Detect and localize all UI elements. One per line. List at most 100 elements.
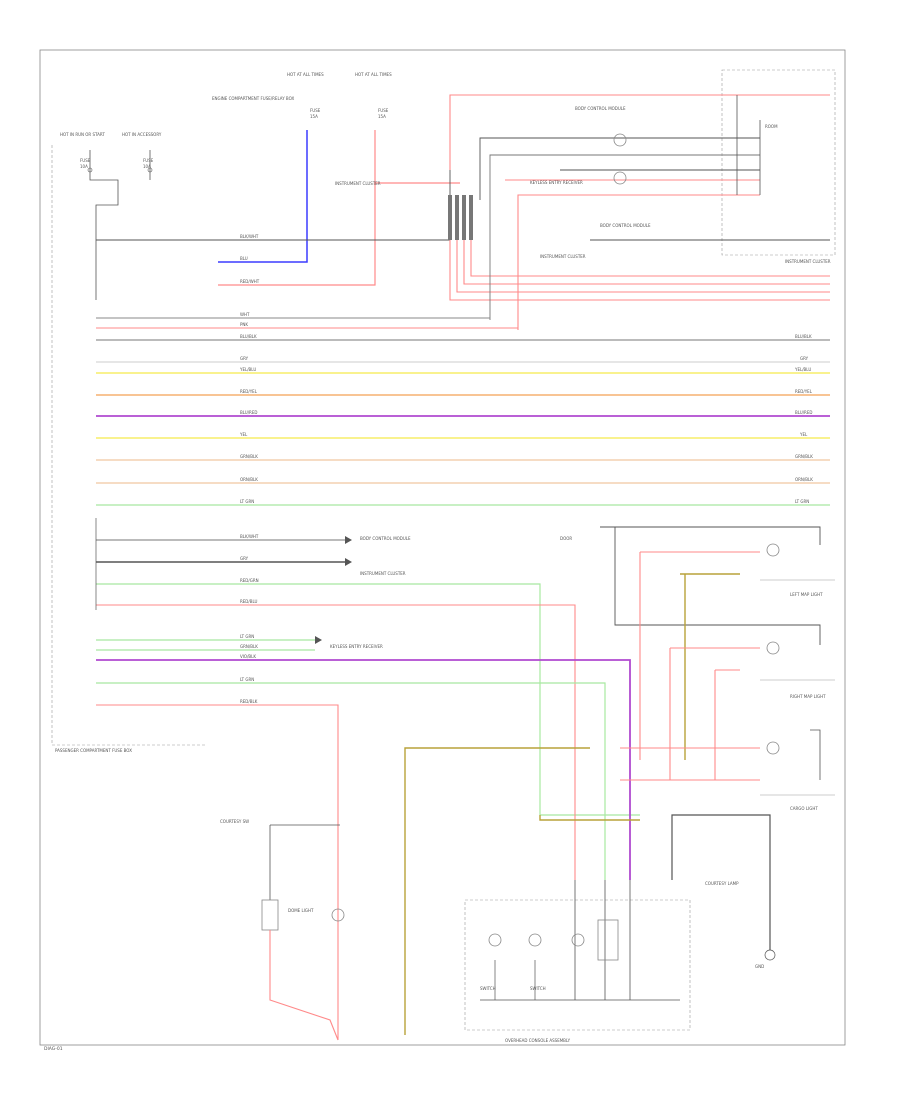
- instrument-cluster-label: INSTRUMENT CLUSTER: [785, 259, 831, 264]
- fuse-3-amp: 15A: [310, 114, 318, 119]
- svg-text:PNK: PNK: [240, 322, 248, 327]
- left-map-label: LEFT MAP LIGHT: [790, 592, 823, 597]
- connector-arrow-2: [345, 558, 352, 566]
- right-map-label: RIGHT MAP LIGHT: [790, 694, 826, 699]
- fuse-4-amp: 15A: [378, 114, 386, 119]
- right-lamp-section: [600, 526, 821, 781]
- svg-text:YEL: YEL: [239, 432, 248, 437]
- switch-label: SWITCH: [480, 986, 496, 991]
- fuse-1-label: FUSE: [80, 158, 91, 163]
- keyless-receiver-label-2: KEYLESS ENTRY RECEIVER: [330, 644, 383, 649]
- svg-text:GRY: GRY: [240, 356, 249, 361]
- ground-icon: [764, 949, 776, 961]
- red-bundle-wire-4: [470, 240, 830, 277]
- fuse-feed-wire: [89, 150, 119, 300]
- instrument-cluster-label-3: INSTRUMENT CLUSTER: [360, 571, 406, 576]
- red-fuse-wire: [218, 130, 376, 286]
- fuse-box-label: PASSENGER COMPARTMENT FUSE BOX: [55, 748, 132, 753]
- svg-text:YEL/BLU: YEL/BLU: [239, 367, 256, 372]
- instrument-cluster-label-2: INSTRUMENT CLUSTER: [540, 254, 586, 259]
- svg-text:BLU/RED: BLU/RED: [795, 410, 812, 415]
- red-top-wire: [449, 94, 830, 170]
- hot-at-all-times-label: HOT AT ALL TIMES: [287, 72, 324, 77]
- red-bundle-wire-2: [456, 240, 830, 293]
- olive-wire: [404, 747, 590, 1035]
- svg-text:GRN/BLK: GRN/BLK: [795, 454, 813, 459]
- lower-left-wire-labels: BLK/WHT GRY RED/GRN RED/BLU LT GRN GRN/B…: [240, 534, 259, 704]
- gray-cluster-wire: [489, 154, 760, 320]
- instrument-cluster-outline: [721, 69, 836, 256]
- blue-wire: [218, 130, 308, 263]
- fuse-box-outline: [51, 145, 205, 746]
- right-wire-labels: BLU/BLK GRY YEL/BLU RED/YEL BLU/RED YEL …: [794, 334, 813, 504]
- cargo-lamp-icon: [766, 741, 780, 755]
- svg-text:LT GRN: LT GRN: [240, 499, 254, 504]
- hot-at-all-times-label-2: HOT AT ALL TIMES: [355, 72, 392, 77]
- fuse-symbol: [87, 167, 93, 173]
- svg-text:BLU/BLK: BLU/BLK: [795, 334, 812, 339]
- svg-text:GRN/BLK: GRN/BLK: [240, 644, 258, 649]
- svg-text:WHT: WHT: [240, 312, 250, 317]
- lower-left-wires: [95, 518, 640, 1040]
- fuse-2-amp: 10A: [143, 164, 151, 169]
- red-cluster-wire-3: [517, 194, 760, 330]
- hot-accessory-label: HOT IN ACCESSORY: [122, 132, 162, 137]
- overhead-console-outline: [464, 899, 691, 1031]
- blk-cluster-wire: [479, 137, 760, 200]
- svg-text:GRY: GRY: [240, 556, 249, 561]
- cargo-light-label: CARGO LIGHT: [790, 806, 818, 811]
- indicator-icon: [613, 171, 627, 185]
- hot-run-start-label: HOT IN RUN OR START: [60, 132, 105, 137]
- door-label: DOOR: [560, 536, 572, 541]
- fuse-4-label: FUSE: [378, 108, 389, 113]
- connector-arrow: [345, 536, 352, 544]
- svg-text:RED/YEL: RED/YEL: [795, 389, 813, 394]
- svg-text:BLK/WHT: BLK/WHT: [240, 534, 259, 539]
- red-bundle-wire-1: [449, 240, 830, 301]
- svg-text:ORN/BLK: ORN/BLK: [240, 477, 258, 482]
- svg-text:YEL: YEL: [799, 432, 808, 437]
- body-control-label-3: BODY CONTROL MODULE: [360, 536, 411, 541]
- svg-text:RED/BLK: RED/BLK: [240, 699, 258, 704]
- svg-text:RED/WHT: RED/WHT: [240, 279, 260, 284]
- connector-arrow-3: [315, 636, 322, 644]
- red-bundle-wire-3: [463, 240, 830, 285]
- svg-text:BLU/RED: BLU/RED: [240, 410, 257, 415]
- left-map-lamp-icon: [766, 543, 780, 557]
- instrument-cluster-tag: INSTRUMENT CLUSTER: [335, 181, 381, 186]
- gauge-icon: [613, 133, 627, 147]
- switch-label-2: SWITCH: [530, 986, 546, 991]
- svg-text:LT GRN: LT GRN: [795, 499, 809, 504]
- svg-text:GRY: GRY: [800, 356, 809, 361]
- fuse-3-label: FUSE: [310, 108, 321, 113]
- svg-text:LT GRN: LT GRN: [240, 677, 254, 682]
- svg-text:BLK/WHT: BLK/WHT: [240, 234, 259, 239]
- olive-wire-2: [539, 815, 640, 821]
- svg-text:VIO/BLK: VIO/BLK: [240, 654, 256, 659]
- svg-text:BLU: BLU: [240, 256, 248, 261]
- svg-text:GRN/BLK: GRN/BLK: [240, 454, 258, 459]
- keyless-receiver-label: KEYLESS ENTRY RECEIVER: [530, 180, 583, 185]
- svg-text:RED/YEL: RED/YEL: [240, 389, 258, 394]
- blk-wire-top: [96, 170, 451, 241]
- svg-text:RED/BLU: RED/BLU: [240, 599, 258, 604]
- connector-bundle: [448, 195, 473, 240]
- ground-label: GND: [755, 964, 764, 969]
- fuse-2-label: FUSE: [143, 158, 154, 163]
- svg-text:RED/GRN: RED/GRN: [240, 578, 259, 583]
- fuse-symbol-2: [147, 167, 153, 173]
- svg-text:LT GRN: LT GRN: [240, 634, 254, 639]
- dome-light-label: DOME LIGHT: [288, 908, 314, 913]
- lower-left-lamps: [261, 824, 345, 1041]
- footer-code: DIAG-01: [44, 1046, 63, 1052]
- overhead-console-circuits: [480, 880, 680, 1001]
- room-label: ROOM: [765, 124, 778, 129]
- diagram-frame: [39, 49, 846, 1046]
- left-wire-labels: BLK/WHT BLU RED/WHT WHT PNK BLU/BLK GRY …: [239, 234, 260, 504]
- svg-text:ORN/BLK: ORN/BLK: [795, 477, 813, 482]
- engine-comp-label: ENGINE COMPARTMENT FUSE/RELAY BOX: [212, 96, 294, 101]
- courtesy-switch-label: COURTESY SW: [220, 819, 249, 824]
- right-map-lamp-icon: [766, 641, 780, 655]
